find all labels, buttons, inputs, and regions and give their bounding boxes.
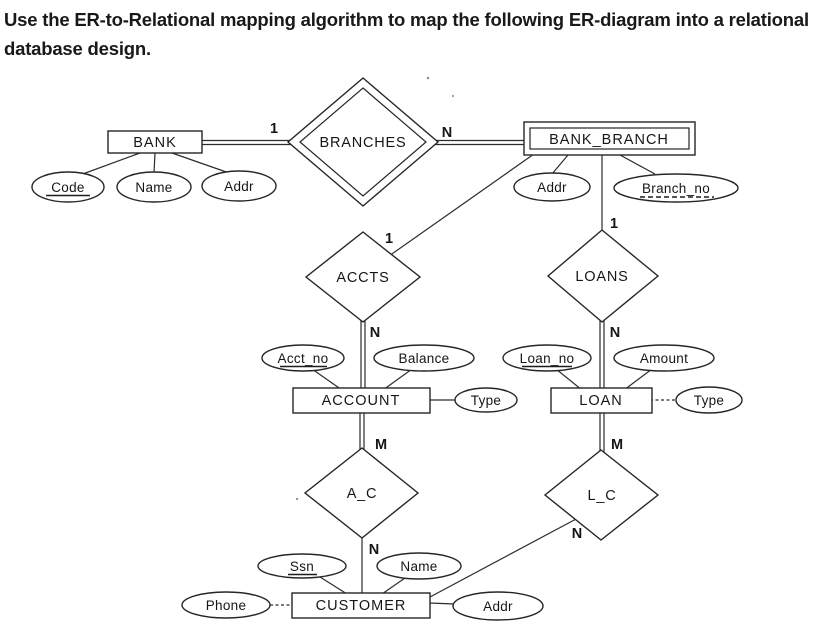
amount-attribute-ellipse [613, 344, 715, 372]
customer-entity-label: CUSTOMER [316, 598, 407, 614]
key-underlines [46, 194, 714, 576]
loan-entity-label: LOAN [579, 393, 623, 409]
lc-relationship-label: L_C [588, 488, 617, 504]
scan-speck [426, 76, 430, 80]
account-entity-label: ACCOUNT [322, 393, 401, 409]
lc-relationship-diamond [543, 449, 660, 541]
customer-name-attribute-label: Name [400, 559, 437, 574]
branch-addr-attribute-ellipse [513, 172, 591, 202]
phone-attribute-ellipse [181, 591, 271, 619]
cardinality-loan-lc: M [611, 437, 623, 453]
customer-name-attribute-ellipse [376, 552, 462, 580]
connector-balance-account [382, 368, 413, 391]
connector-customer-addr [428, 602, 456, 605]
cardinality-lc-customer: N [572, 526, 582, 542]
bankbranch-entity-label: BANK_BRANCH [549, 132, 669, 148]
cardinality-bankbranch-loans: 1 [610, 216, 618, 232]
ac-relationship-label: A_C [347, 486, 378, 502]
bank-name-attribute-ellipse [116, 171, 192, 203]
accts-relationship-diamond [304, 231, 422, 323]
amount-attribute-label: Amount [640, 351, 688, 366]
connector-acctno-account [311, 368, 343, 391]
branchno-attribute-label: Branch_no [642, 181, 710, 196]
connector-bankbranch-accts [388, 153, 535, 257]
loanno-attribute-label: Loan_no [520, 351, 575, 366]
account-type-attribute-ellipse [454, 387, 518, 413]
connector-bank-name [153, 152, 156, 174]
connector-loanno-loan [555, 368, 583, 391]
connector-bankbranch-branchno [619, 154, 656, 175]
cardinality-accts-account: N [370, 325, 380, 341]
cardinality-account-ac: M [375, 437, 387, 453]
bankbranch-entity-box-inner [529, 127, 690, 150]
ssn-attribute-ellipse [257, 553, 347, 579]
connector-name-customer [381, 577, 406, 595]
code-attribute-ellipse [31, 171, 105, 203]
ac-relationship-diamond [303, 447, 420, 539]
loanno-attribute-ellipse [502, 344, 592, 372]
bank-name-attribute-label: Name [135, 180, 172, 195]
balance-attribute-label: Balance [399, 351, 450, 366]
branches-relationship-label: BRANCHES [320, 135, 407, 151]
loan-entity-box [550, 387, 653, 414]
instruction-line-1: Use the ER-to-Relational mapping algorit… [4, 9, 809, 30]
branches-relationship-diamond [286, 77, 440, 207]
connector-bankbranch-addr [551, 154, 569, 175]
cardinality-ac-customer: N [369, 542, 379, 558]
bank-addr-attribute-ellipse [201, 170, 277, 202]
branch-addr-attribute-label: Addr [537, 180, 567, 195]
customer-entity-box [291, 592, 431, 619]
scan-speck [295, 497, 299, 501]
cardinality-bankbranch-accts: 1 [385, 231, 393, 247]
acctno-attribute-label: Acct_no [278, 351, 329, 366]
cardinality-branches-bankbranch: N [442, 125, 452, 141]
cardinality-bank-branches: 1 [270, 121, 278, 137]
ssn-attribute-label: Ssn [290, 559, 314, 574]
code-attribute-label: Code [51, 180, 84, 195]
branchno-attribute-ellipse [613, 173, 739, 203]
customer-addr-attribute-label: Addr [483, 599, 513, 614]
loans-relationship-label: LOANS [575, 269, 628, 285]
loan-type-attribute-ellipse [675, 386, 743, 414]
loan-type-attribute-label: Type [694, 393, 724, 408]
acctno-attribute-ellipse [261, 344, 345, 372]
accts-relationship-label: ACCTS [336, 270, 389, 286]
phone-attribute-label: Phone [206, 598, 247, 613]
connector-bank-code [79, 152, 141, 176]
bank-entity-label: BANK [133, 135, 177, 151]
scan-speck [452, 95, 454, 97]
diagram-labels: BANK BANK_BRANCH ACCOUNT LOAN CUSTOMER B… [51, 121, 724, 614]
balance-attribute-ellipse [373, 344, 475, 372]
bank-entity-box [107, 130, 203, 154]
loans-relationship-diamond [546, 229, 660, 323]
account-entity-box [292, 387, 431, 414]
connector-amount-loan [623, 368, 653, 391]
branches-relationship-diamond-inner [299, 87, 427, 197]
instruction-line-2: database design. [4, 38, 151, 59]
instruction-text: Use the ER-to-Relational mapping algorit… [4, 5, 815, 63]
scan-specks [295, 76, 454, 501]
connector-ssn-customer [319, 576, 348, 595]
cardinality-loans-loan: N [610, 325, 620, 341]
connector-bank-addr [171, 152, 233, 175]
customer-addr-attribute-ellipse [452, 591, 544, 621]
connector-lc-customer [429, 517, 579, 598]
connector-lines [79, 139, 677, 606]
account-type-attribute-label: Type [471, 393, 501, 408]
bank-addr-attribute-label: Addr [224, 179, 254, 194]
diagram-shapes [31, 77, 743, 621]
